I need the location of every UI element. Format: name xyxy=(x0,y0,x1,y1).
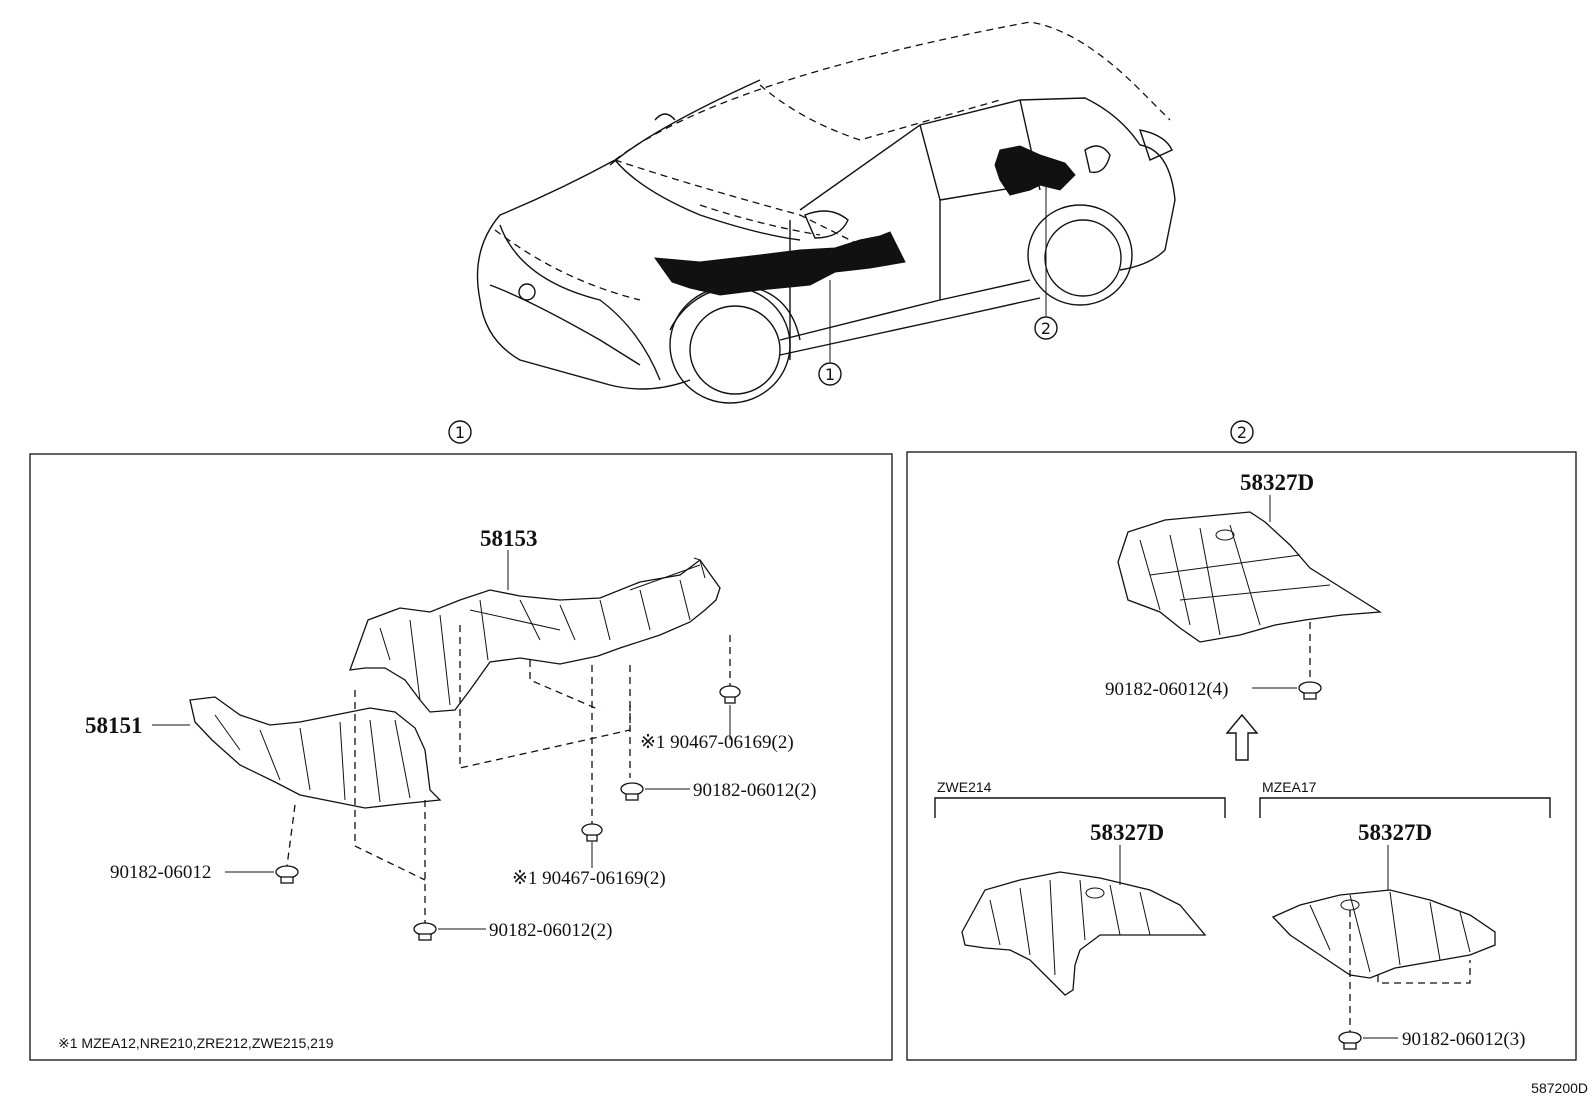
label-nut-90182-bottom: 90182-06012(2) xyxy=(489,920,612,941)
label-58327D-right: 58327D xyxy=(1358,820,1432,845)
callout-1-section: 1 xyxy=(448,420,472,444)
clip-90467-lower-icon xyxy=(581,823,603,842)
nut-90182-bottom-icon xyxy=(413,922,437,941)
part-58153-illustration xyxy=(349,557,721,713)
callout-2-car-label: 2 xyxy=(1041,319,1051,338)
diagram-code: 587200D xyxy=(1531,1080,1588,1096)
label-nut-90182-upper: 90182-06012(2) xyxy=(693,780,816,801)
label-clip-90467-upper: ※1 90467-06169(2) xyxy=(640,732,794,753)
label-nut-90182-top: 90182-06012(4) xyxy=(1105,679,1228,700)
part-58151-illustration xyxy=(189,696,442,809)
part-58327D-top-illustration xyxy=(1117,511,1383,643)
label-nut-90182-left: 90182-06012 xyxy=(110,862,211,883)
label-58327D-top: 58327D xyxy=(1240,470,1314,495)
label-58153: 58153 xyxy=(480,526,538,551)
nut-90182-left-icon xyxy=(275,865,299,884)
footnote-applicability: ※1 MZEA12,NRE210,ZRE212,ZWE215,219 xyxy=(58,1035,334,1051)
up-arrow-icon xyxy=(1225,713,1259,761)
callout-2-section-label: 2 xyxy=(1237,423,1247,442)
section-1-frame xyxy=(29,453,893,1061)
label-58327D-left: 58327D xyxy=(1090,820,1164,845)
label-clip-90467-lower: ※1 90467-06169(2) xyxy=(512,868,666,889)
bracket-mzea17 xyxy=(1259,797,1551,818)
nut-90182-right-icon xyxy=(1338,1031,1362,1050)
label-58151: 58151 xyxy=(85,713,143,738)
callout-1-section-label: 1 xyxy=(455,423,465,442)
section-2-frame xyxy=(906,451,1577,1061)
nut-90182-top-icon xyxy=(1298,681,1322,700)
part-58327D-left-illustration xyxy=(961,871,1207,996)
label-nut-90182-right: 90182-06012(3) xyxy=(1402,1029,1525,1050)
nut-90182-upper-icon xyxy=(620,782,644,801)
callout-2-car: 2 xyxy=(1034,316,1058,340)
label-variant-mzea17: MZEA17 xyxy=(1262,779,1317,795)
part-58327D-right-illustration xyxy=(1271,889,1496,979)
car-illustration xyxy=(476,21,1176,404)
callout-1-car-label: 1 xyxy=(825,365,835,384)
bracket-zwe214 xyxy=(934,797,1226,818)
callout-1-car: 1 xyxy=(818,362,842,386)
label-variant-zwe214: ZWE214 xyxy=(937,779,992,795)
callout-2-section: 2 xyxy=(1230,420,1254,444)
clip-90467-upper-icon xyxy=(719,685,741,704)
